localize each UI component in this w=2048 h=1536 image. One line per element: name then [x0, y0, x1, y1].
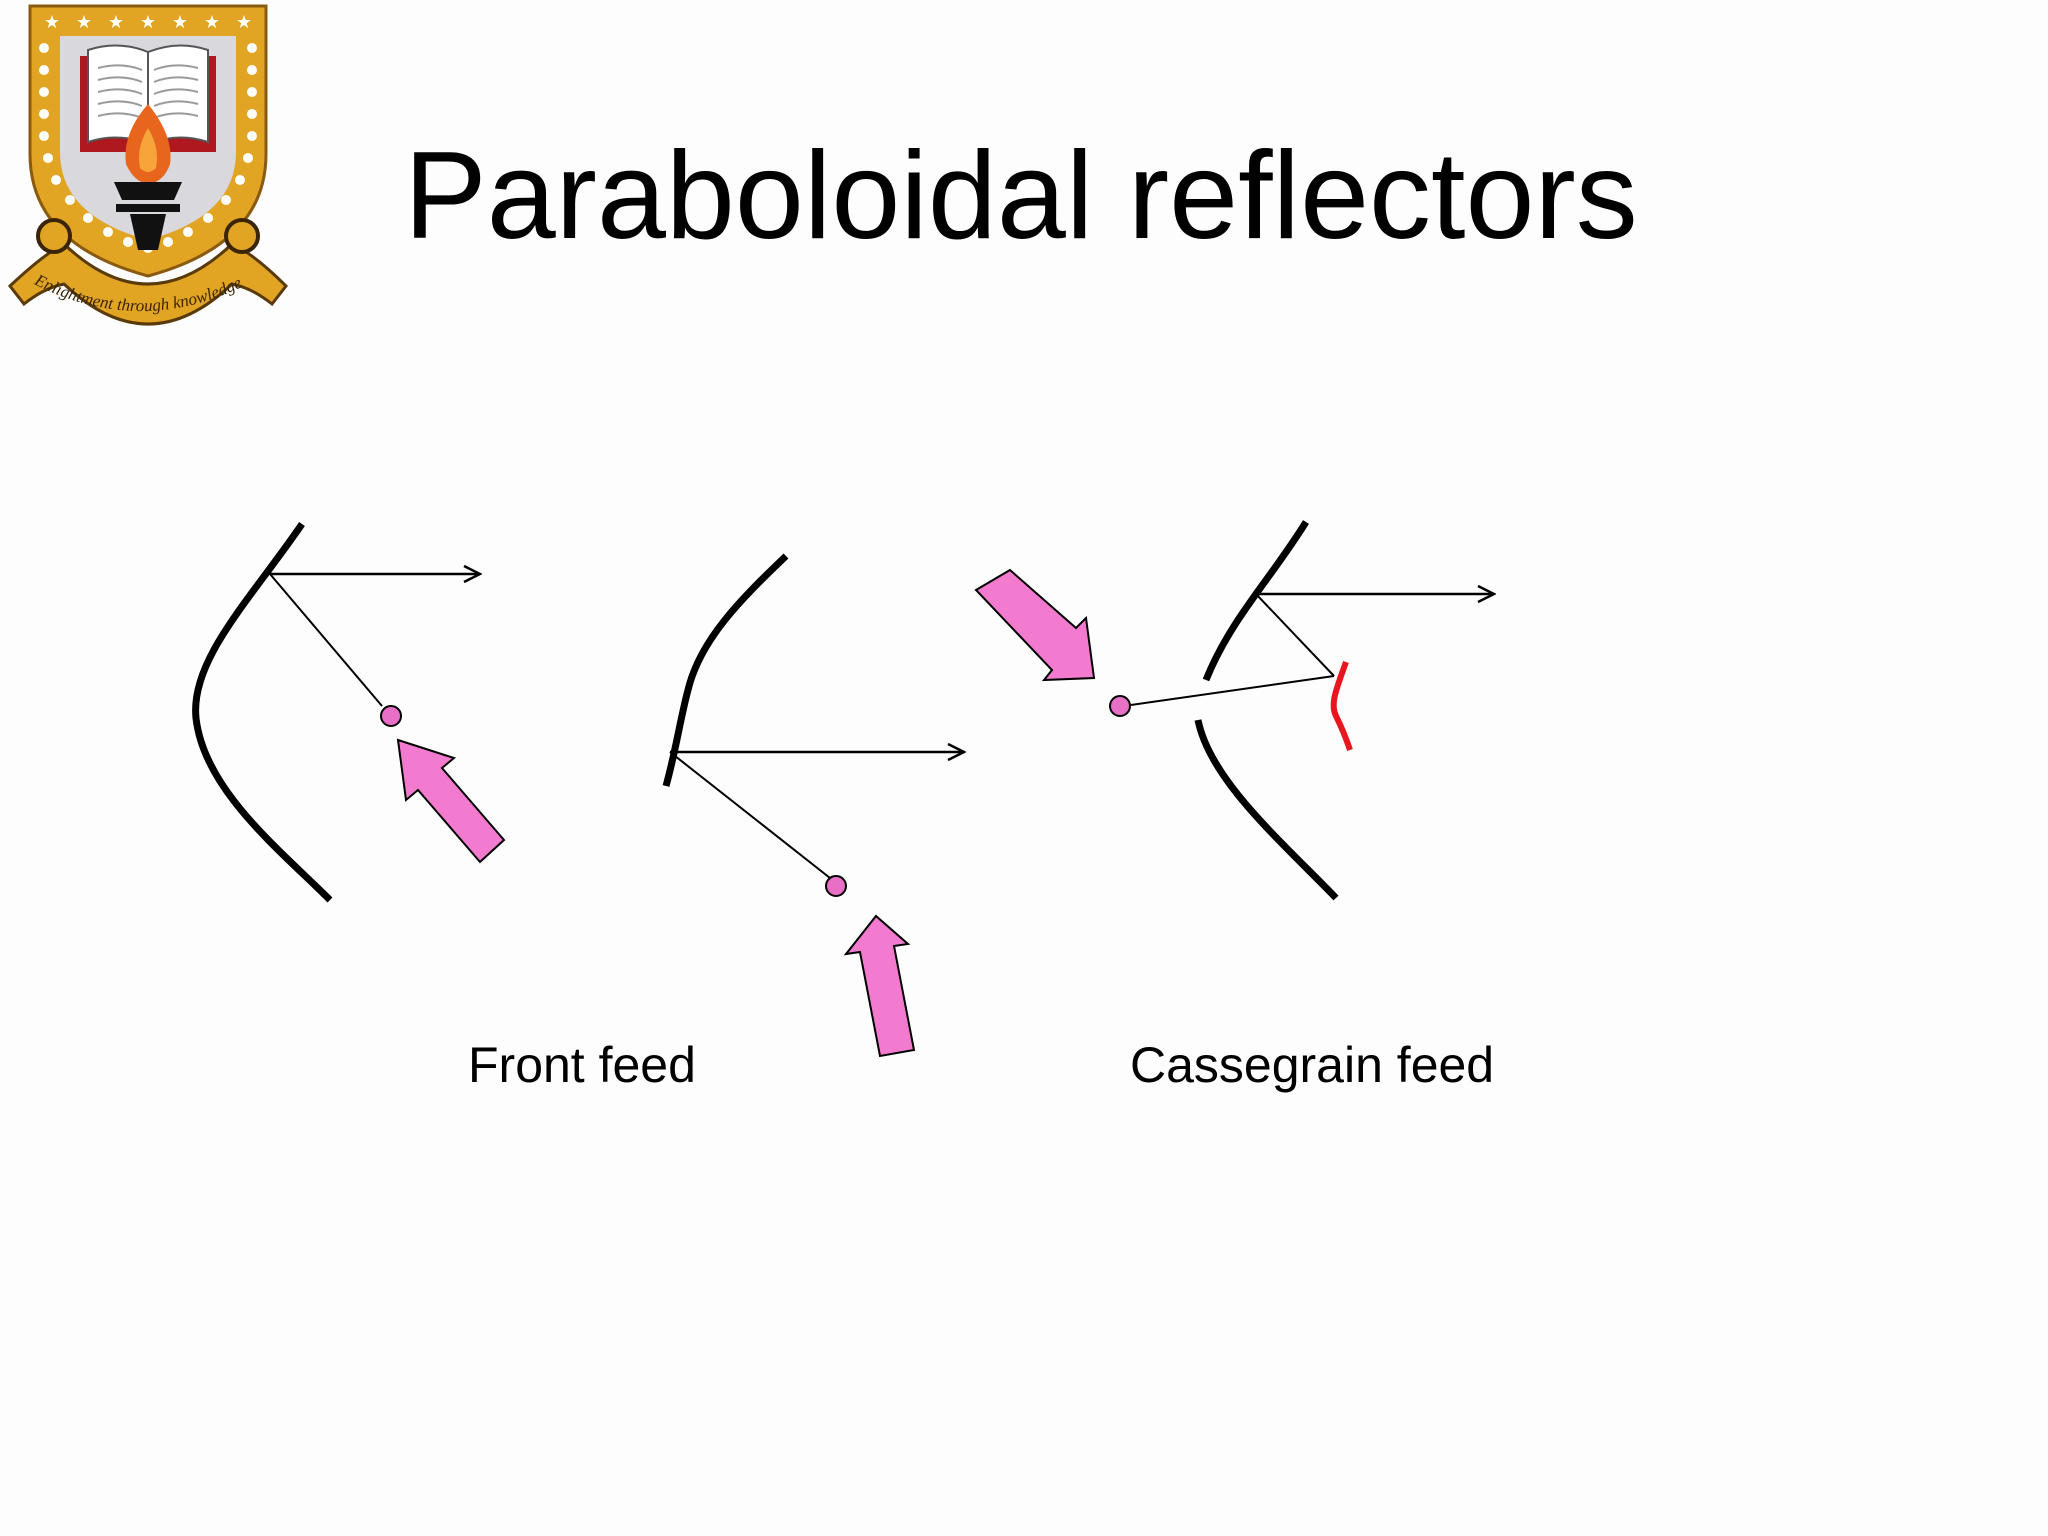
front-feed-symmetric — [192, 522, 506, 903]
university-crest-logo: ★ ★ ★ ★ ★ ★ ★ — [7, 4, 288, 326]
front-feed-point — [380, 705, 402, 727]
offset-incident-ray — [669, 751, 831, 879]
offset-feed-pointer-arrow — [843, 914, 916, 1058]
cassegrain-subreflector — [1330, 660, 1353, 751]
svg-text:★: ★ — [140, 12, 156, 33]
svg-text:★: ★ — [108, 12, 124, 33]
front-feed-pointer-arrow — [396, 738, 506, 864]
slide-title: Paraboloidal reflectors — [404, 127, 1638, 265]
caption-cassegrain-feed: Cassegrain feed — [1130, 1037, 1495, 1093]
cassegrain-feed — [974, 520, 1494, 901]
svg-text:★: ★ — [204, 12, 220, 33]
cassegrain-feed-pointer-arrow — [974, 568, 1096, 682]
front-reflector-curve — [192, 522, 333, 903]
offset-reflector-curve — [662, 553, 789, 787]
svg-text:★: ★ — [172, 12, 188, 33]
cassegrain-ray-to-feed — [1123, 675, 1335, 707]
offset-feed-point — [825, 875, 847, 897]
offset-front-feed — [662, 553, 964, 1058]
svg-text:★: ★ — [76, 12, 92, 33]
caption-front-feed: Front feed — [468, 1037, 696, 1093]
svg-text:★: ★ — [44, 12, 60, 33]
svg-text:★: ★ — [236, 12, 252, 33]
cassegrain-ray-to-subreflector — [1255, 593, 1335, 677]
front-incident-ray — [269, 573, 383, 707]
cassegrain-main-reflector-curve — [1194, 520, 1339, 901]
cassegrain-feed-point — [1109, 695, 1131, 717]
